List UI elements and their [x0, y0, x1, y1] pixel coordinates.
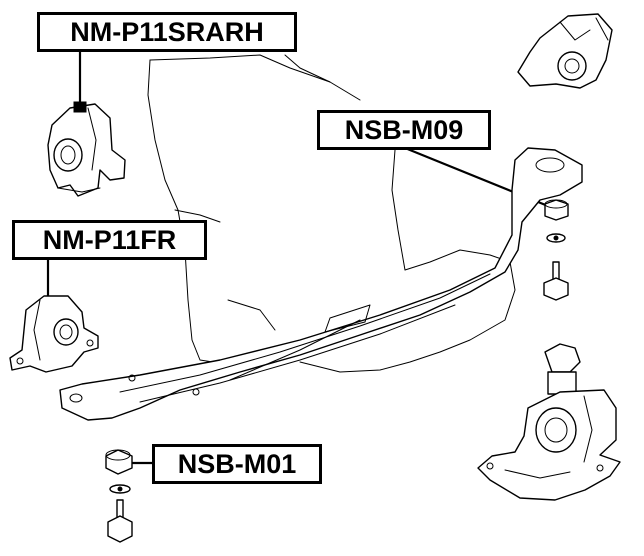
crossmember-part: [59, 147, 583, 421]
label-member-bolt-front: NSB-M01: [152, 444, 322, 484]
member-bolt-rear-part: [543, 199, 569, 301]
lower-right-mount-part: [477, 343, 621, 501]
upper-right-mount-part: [517, 13, 613, 89]
leader-engine-top: [284, 54, 331, 83]
label-rear-rh-mount: NM-P11SRARH: [37, 12, 297, 52]
rear-rh-mount-part: [47, 101, 126, 197]
member-bolt-front-part: [105, 449, 133, 543]
label-front-mount: NM-P11FR: [12, 220, 207, 260]
engine-block-outline: [147, 54, 516, 373]
front-mount-part: [9, 295, 99, 373]
label-member-bolt-rear: NSB-M09: [317, 110, 491, 150]
